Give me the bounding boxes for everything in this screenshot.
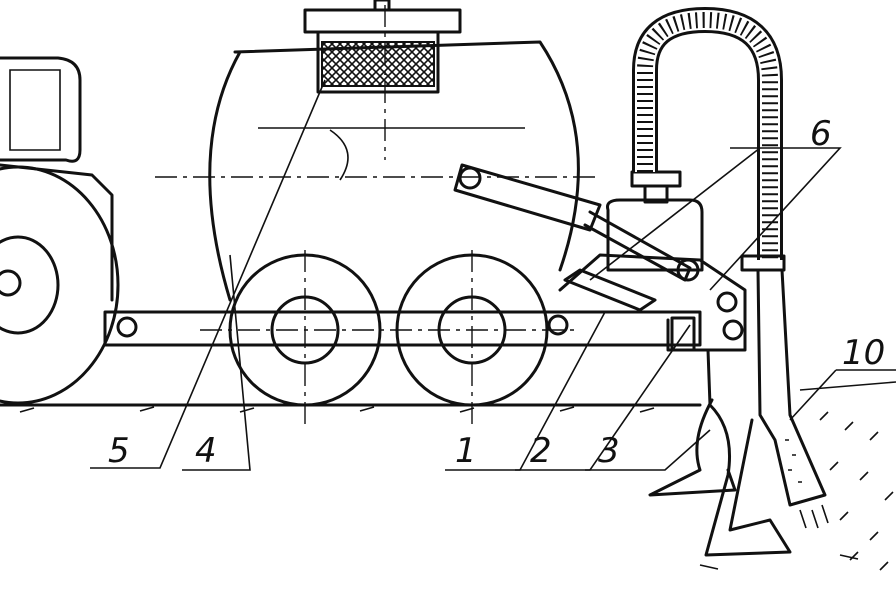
hydraulic-cylinder bbox=[453, 163, 700, 282]
injector-tube bbox=[756, 268, 829, 529]
callout-label-2: 2 bbox=[530, 431, 552, 471]
filler-neck bbox=[303, 0, 462, 94]
callout-label-1: 1 bbox=[455, 431, 477, 471]
callout-label-5: 5 bbox=[108, 431, 130, 471]
coulter-tine bbox=[648, 348, 792, 557]
callout-label-6: 6 bbox=[810, 114, 832, 154]
callout-leaders bbox=[90, 79, 896, 471]
callout-label-3: 3 bbox=[598, 431, 620, 471]
tractor bbox=[0, 56, 120, 405]
callout-label-4: 4 bbox=[195, 431, 217, 471]
ground-line bbox=[0, 403, 702, 413]
supply-hose bbox=[632, 6, 786, 272]
callout-label-10: 10 bbox=[842, 333, 885, 373]
mounting-bracket bbox=[558, 253, 747, 352]
frame-beam bbox=[103, 310, 702, 347]
soil-hatching bbox=[699, 381, 896, 571]
